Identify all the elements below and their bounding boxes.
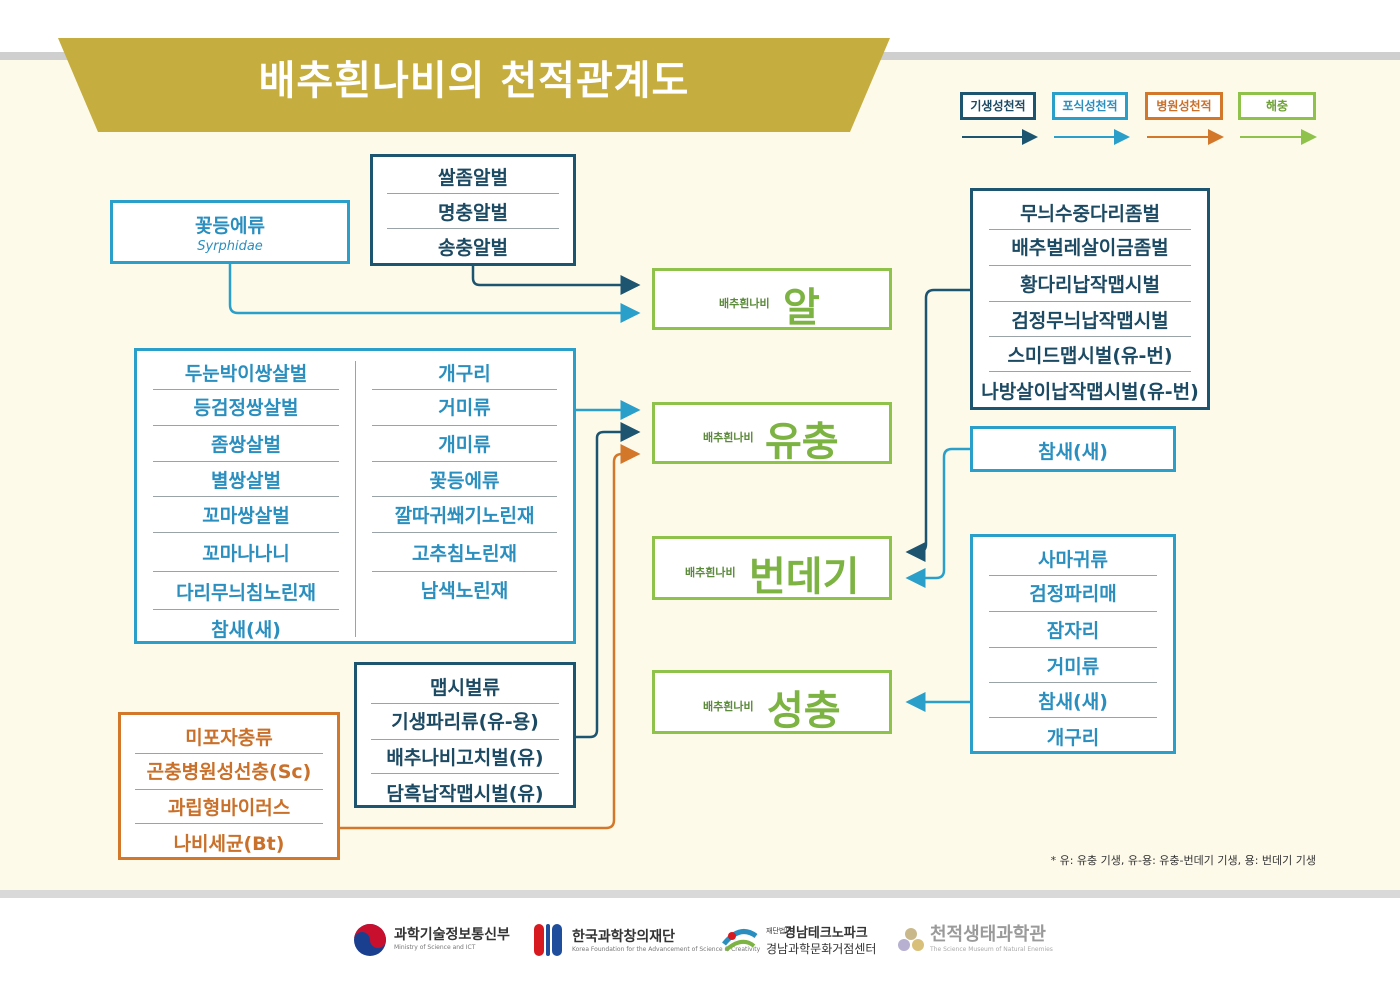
larva-predator-box: 두눈박이쌍살벌 등검정쌍살벌 좀쌍살벌 별쌍살벌 꼬마쌍살벌 꼬마나나니 다리무… (134, 348, 576, 644)
larva-parasitoid-item: 기생파리류(유-용) (391, 711, 539, 733)
pathogen-item: 미포자충류 (185, 727, 273, 749)
bottom-rule (0, 890, 1400, 898)
logo-msit-en: Ministry of Science and ICT (394, 944, 476, 951)
adult-predator-item: 개구리 (1046, 727, 1100, 749)
adult-predator-item: 사마귀류 (1038, 549, 1108, 571)
logo-msit: 과학기술정보통신부 Ministry of Science and ICT (352, 920, 512, 960)
logo-museum: 천적생태과학관 The Science Museum of Natural En… (896, 920, 1056, 960)
adult-predator-item: 참새(새) (1038, 691, 1108, 713)
egg-parasitoid-box: 쌀좀알벌 명충알벌 송충알벌 (370, 154, 576, 266)
stage-pupa-name: 번데기 (749, 554, 860, 600)
larva-predator-item: 두눈박이쌍살벌 (184, 363, 308, 385)
arrow-pupa-predator-to-pupa (905, 447, 970, 588)
larva-predator-item: 등검정쌍살벌 (193, 397, 299, 419)
larva-predator-item: 남색노린재 (420, 580, 509, 602)
pathogen-item: 곤충병원성선충(Sc) (146, 761, 312, 783)
larva-predator-item: 좀쌍살벌 (211, 434, 281, 456)
larva-predator-left-column: 두눈박이쌍살벌 등검정쌍살벌 좀쌍살벌 별쌍살벌 꼬마쌍살벌 꼬마나나니 다리무… (137, 351, 355, 641)
pupa-parasitoid-item: 스미드맵시벌(유-번) (1007, 345, 1173, 367)
larva-predator-item: 개구리 (438, 363, 491, 385)
stage-adult-name: 성충 (767, 688, 841, 734)
pupa-parasitoid-item: 무늬수중다리좀벌 (1020, 203, 1160, 225)
larva-predator-item: 꽃등에류 (429, 470, 500, 492)
hexagon-cluster-icon (898, 928, 924, 951)
stage-larva-prefix: 배추흰나비 (703, 431, 754, 444)
gntp-icon (722, 929, 758, 952)
logo-gntp: 재단법인 경남테크노파크 경남과학문화거점센터 (720, 920, 880, 960)
adult-predator-item: 검정파리매 (1029, 583, 1117, 605)
larva-parasitoid-item: 배추나비고치벌(유) (386, 747, 544, 769)
larva-predator-item: 개미류 (438, 434, 491, 456)
pupa-parasitoid-item: 검정무늬납작맵시벌 (1011, 310, 1169, 332)
larva-parasitoid-box: 맵시벌류 기생파리류(유-용) 배추나비고치벌(유) 담흑납작맵시벌(유) (354, 662, 576, 808)
larva-predator-item: 별쌍살벌 (211, 470, 281, 492)
adult-predator-item: 잠자리 (1046, 620, 1100, 642)
arrow-pathogen-to-larva (340, 444, 641, 830)
stage-pupa: 배추흰나비 번데기 (652, 536, 892, 600)
pupa-parasitoid-box: 무늬수중다리좀벌 배추벌레살이금좀벌 황다리납작맵시벌 검정무늬납작맵시벌 스미… (970, 188, 1210, 410)
larva-predator-item: 다리무늬침노린재 (176, 582, 316, 604)
kofac-icon (534, 924, 562, 956)
arrow-syrphidae-to-egg (228, 264, 641, 323)
stage-egg-prefix: 배추흰나비 (719, 297, 770, 310)
logo-museum-name: 천적생태과학관 (930, 924, 1046, 945)
pupa-parasitoid-item: 나방살이납작맵시벌(유-번) (981, 381, 1199, 403)
stage-egg-name: 알 (783, 285, 820, 331)
logo-kofac: 한국과학창의재단 Korea Foundation for the Advanc… (532, 920, 760, 960)
pathogen-item: 나비세균(Bt) (173, 833, 285, 855)
adult-predator-item: 거미류 (1046, 656, 1100, 678)
legend-parasitic: 기생성천적 (960, 92, 1036, 120)
larva-predator-item: 참새(새) (211, 619, 281, 641)
pathogen-item: 과립형바이러스 (167, 797, 291, 819)
logo-museum-en: The Science Museum of Natural Enemies (930, 946, 1053, 953)
larva-predator-item: 꼬마나나니 (202, 543, 290, 565)
logo-gntp-name: 경남테크노파크 (784, 926, 868, 941)
larva-predator-right-column: 개구리 거미류 개미류 꽃등에류 깔따귀쐐기노린재 고추침노린재 남색노린재 (356, 351, 573, 641)
legend-predatory: 포식성천적 (1052, 92, 1128, 120)
adult-predator-box: 사마귀류 검정파리매 잠자리 거미류 참새(새) 개구리 (970, 534, 1176, 754)
title-banner (58, 38, 890, 132)
stage-adult-prefix: 배추흰나비 (703, 700, 754, 713)
egg-parasitoid-item: 명충알벌 (438, 202, 508, 224)
syrphidae-box: 꽃등에류 Syrphidae (110, 200, 350, 264)
page-title: 배추흰나비의 천적관계도 (258, 58, 690, 104)
stage-adult: 배추흰나비 성충 (652, 670, 892, 734)
logo-gntp-prefix: 재단법인 (766, 927, 792, 935)
pupa-predator-item: 참새(새) (1038, 441, 1108, 463)
larva-parasitoid-item: 담흑납작맵시벌(유) (386, 783, 544, 805)
syrphidae-latin: Syrphidae (197, 239, 263, 254)
larva-predator-item: 거미류 (438, 397, 491, 419)
logo-kofac-en: Korea Foundation for the Advancement of … (572, 946, 761, 953)
egg-parasitoid-item: 송충알벌 (438, 237, 508, 259)
pupa-parasitoid-item: 황다리납작맵시벌 (1020, 274, 1160, 296)
logo-gntp-sub: 경남과학문화거점센터 (766, 942, 877, 956)
larva-predator-item: 고추침노린재 (412, 543, 517, 565)
arrow-egg-parasitoid-to-egg (471, 266, 641, 295)
legend-pathogenic: 병원성천적 (1145, 92, 1223, 120)
stage-egg: 배추흰나비 알 (652, 268, 892, 331)
legend-pest: 해충 (1238, 92, 1316, 120)
logo-msit-name: 과학기술정보통신부 (394, 927, 510, 943)
pupa-parasitoid-item: 배추벌레살이금좀벌 (1011, 237, 1169, 259)
larva-predator-item: 꼬마쌍살벌 (202, 505, 290, 527)
syrphidae-name: 꽃등에류 (195, 215, 265, 237)
logo-kofac-name: 한국과학창의재단 (572, 929, 676, 945)
taegeuk-icon (354, 924, 386, 956)
stage-larva-name: 유충 (765, 419, 839, 465)
egg-parasitoid-item: 쌀좀알벌 (438, 167, 508, 189)
footnote: * 유: 유충 기생, 유-용: 유충-번데기 기생, 용: 번데기 기생 (1050, 854, 1316, 867)
pathogen-box: 미포자충류 곤충병원성선충(Sc) 과립형바이러스 나비세균(Bt) (118, 712, 340, 860)
larva-predator-item: 깔따귀쐐기노린재 (394, 505, 535, 527)
arrow-pupa-parasitoid-to-pupa (905, 288, 970, 562)
stage-larva: 배추흰나비 유충 (652, 402, 892, 465)
larva-parasitoid-item: 맵시벌류 (430, 677, 500, 699)
stage-pupa-prefix: 배추흰나비 (685, 566, 736, 579)
arrow-larva-parasitoid-to-larva (576, 422, 641, 739)
pupa-predator-box: 참새(새) (970, 426, 1176, 472)
